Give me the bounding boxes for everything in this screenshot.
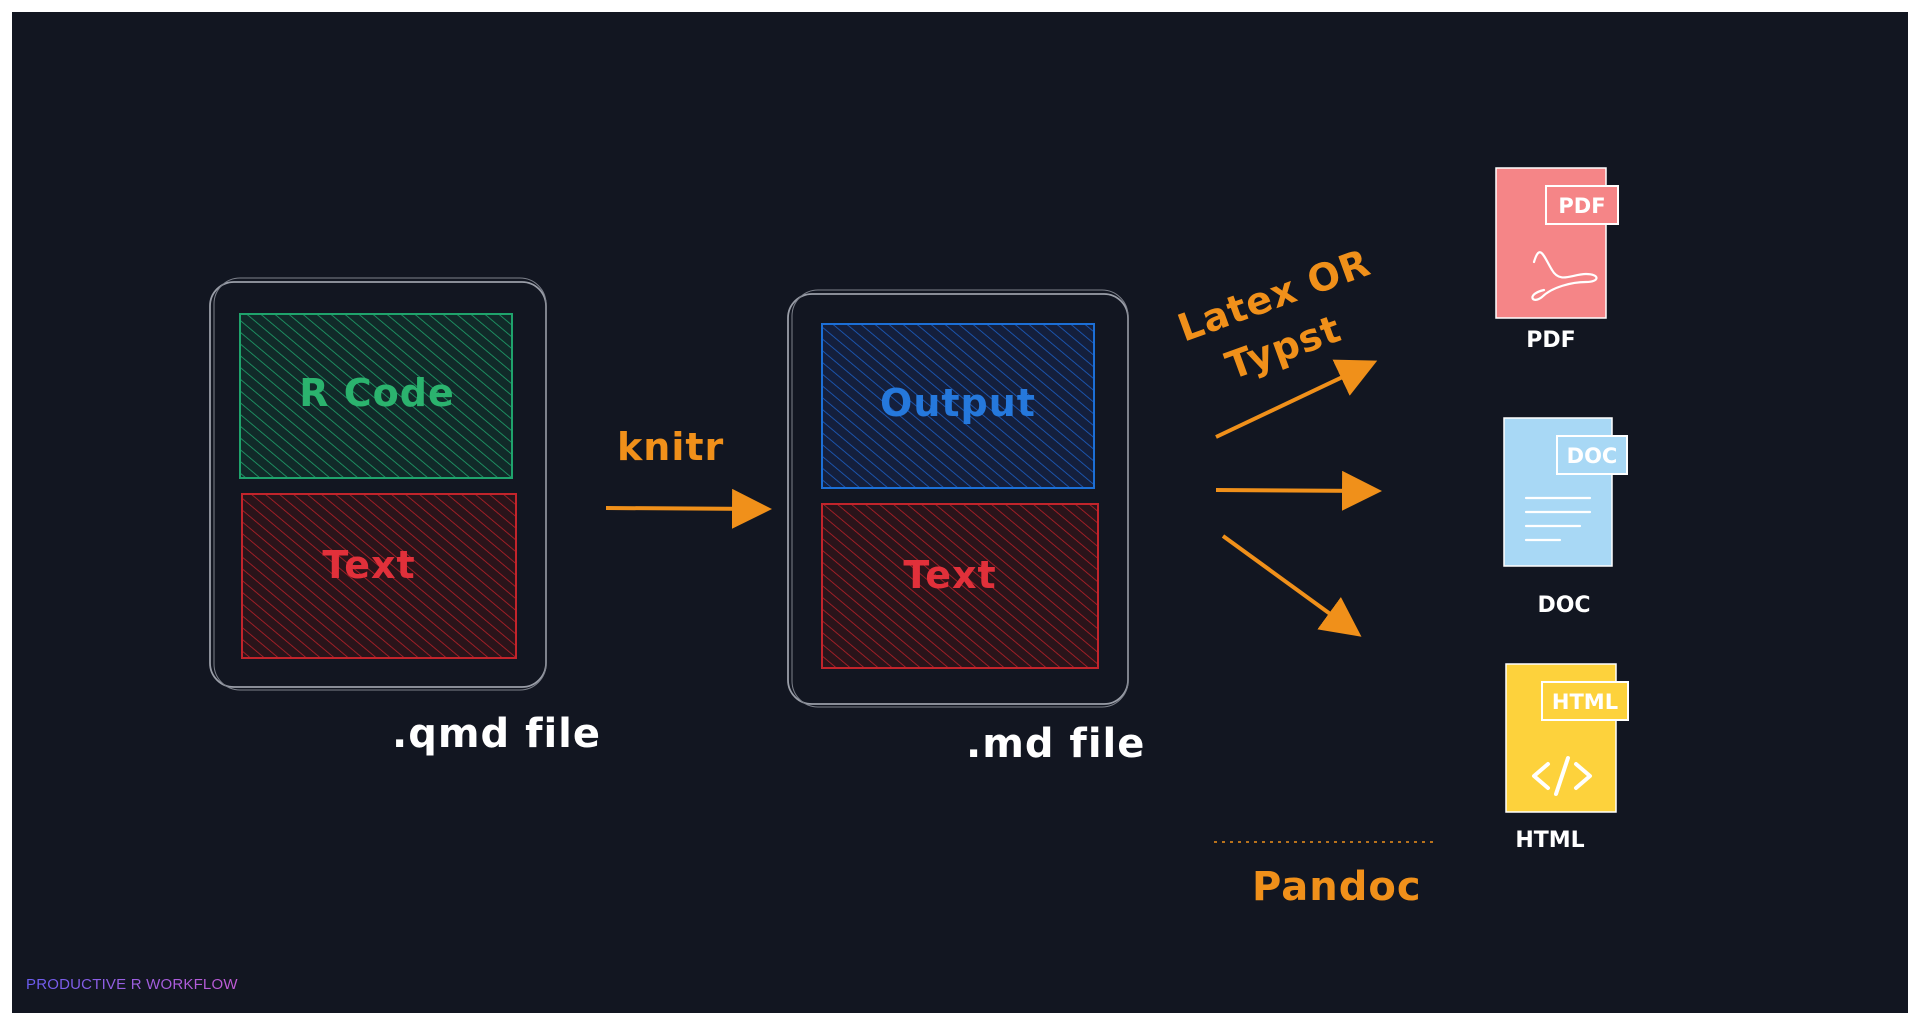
output-label: Output bbox=[880, 381, 1036, 425]
doc-badge-text: DOC bbox=[1567, 444, 1618, 468]
r-code-label: R Code bbox=[299, 371, 454, 415]
arrow-to-html bbox=[1221, 534, 1362, 637]
qmd-file-caption: .qmd file bbox=[392, 711, 601, 757]
html-badge bbox=[1541, 681, 1629, 721]
md-text-label: Text bbox=[903, 553, 996, 597]
code-brackets-icon bbox=[1532, 756, 1592, 796]
doc-label: DOC bbox=[1537, 593, 1590, 618]
html-label: HTML bbox=[1515, 828, 1584, 853]
pdf-badge bbox=[1545, 185, 1619, 225]
pdf-acrobat-icon bbox=[1531, 251, 1598, 301]
knitr-label: knitr bbox=[617, 425, 724, 469]
doc-file-icon: DOC DOC bbox=[1503, 417, 1628, 618]
output-block bbox=[821, 323, 1095, 489]
pdf-badge-text: PDF bbox=[1558, 194, 1605, 218]
md-outer-frame-sketch bbox=[791, 289, 1129, 708]
md-text-block bbox=[821, 503, 1099, 669]
qmd-text-block bbox=[241, 493, 517, 659]
qmd-outer-frame-sketch bbox=[213, 277, 547, 691]
arrow-to-pdf bbox=[1215, 359, 1378, 439]
knitr-arrow-group: knitr bbox=[605, 425, 772, 529]
md-file-box: Output Text .md file bbox=[787, 289, 1145, 767]
diagram-canvas: R Code Text .qmd file knitr Output Text … bbox=[12, 12, 1908, 1013]
pandoc-label: Pandoc bbox=[1252, 864, 1422, 910]
engine-label: Latex OR Typst bbox=[1172, 240, 1376, 388]
knitr-arrow bbox=[605, 488, 772, 529]
pdf-file-icon: PDF PDF bbox=[1495, 167, 1619, 353]
doc-badge bbox=[1556, 435, 1628, 475]
text-lines-icon bbox=[1524, 496, 1592, 542]
html-badge-text: HTML bbox=[1552, 690, 1618, 714]
pdf-label: PDF bbox=[1526, 328, 1575, 353]
md-file-caption: .md file bbox=[966, 721, 1145, 767]
arrow-to-doc bbox=[1215, 470, 1382, 511]
qmd-file-box: R Code Text .qmd file bbox=[209, 277, 601, 757]
workflow-diagram: R Code Text .qmd file knitr Output Text … bbox=[209, 167, 1629, 910]
html-file-icon: HTML HTML bbox=[1505, 663, 1629, 853]
qmd-text-label: Text bbox=[322, 543, 415, 587]
watermark: PRODUCTIVE R WORKFLOW bbox=[26, 976, 238, 993]
r-code-block bbox=[239, 313, 513, 479]
